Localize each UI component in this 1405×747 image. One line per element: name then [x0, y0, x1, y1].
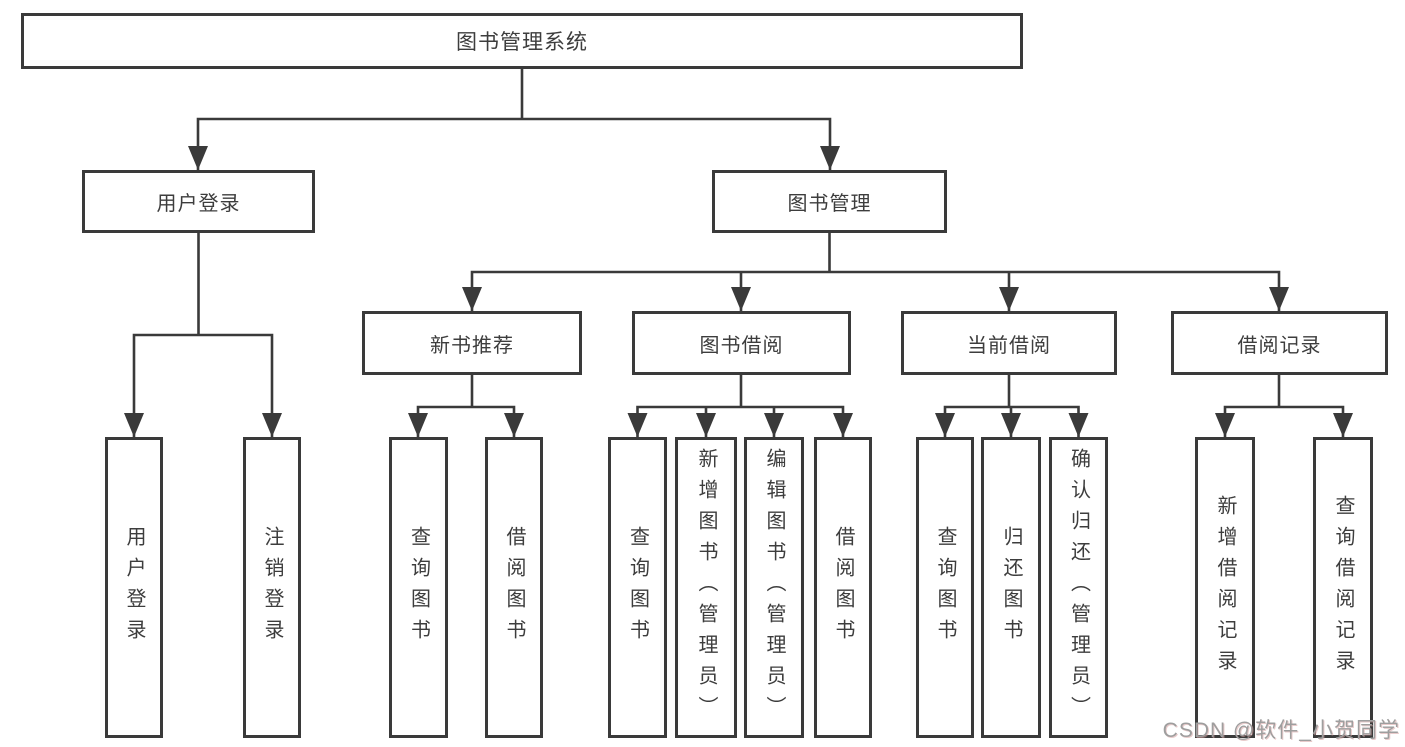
node-label: 用户登录 — [156, 193, 241, 215]
node-label: 新增借阅记录 — [1214, 494, 1236, 681]
node-label: 编辑图书（管理员） — [763, 448, 785, 727]
node-label: 注销登录 — [261, 525, 283, 650]
csdn-watermark: CSDN @软件_小贺同学 — [1162, 719, 1400, 742]
node-add-book-admin: 新增图书（管理员） — [675, 437, 737, 738]
node-current-borrowing: 当前借阅 — [901, 311, 1117, 375]
node-label: 借阅记录 — [1237, 334, 1322, 357]
node-query-borrow-record: 查询借阅记录 — [1313, 437, 1373, 738]
node-label: 确认归还（管理员） — [1067, 448, 1090, 727]
node-recommend-query-books: 查询图书 — [389, 437, 448, 738]
node-return-books: 归还图书 — [981, 437, 1041, 738]
node-borrowing-borrow-books: 借阅图书 — [814, 437, 872, 738]
node-label: 查询借阅记录 — [1332, 494, 1354, 681]
node-label: 新书推荐 — [430, 334, 514, 357]
node-borrow-records: 借阅记录 — [1171, 311, 1388, 375]
node-label: 图书借阅 — [699, 334, 784, 357]
node-borrowing-query-books: 查询图书 — [608, 437, 667, 738]
node-current-query-books: 查询图书 — [916, 437, 974, 738]
node-label: 新增图书（管理员） — [695, 448, 717, 727]
node-edit-book-admin: 编辑图书（管理员） — [744, 437, 804, 738]
node-user-login: 用户登录 — [82, 170, 315, 233]
node-label: 查询图书 — [626, 525, 649, 650]
node-label: 借阅图书 — [503, 525, 525, 650]
node-label: 查询图书 — [934, 525, 956, 650]
node-library-management-system: 图书管理系统 — [21, 13, 1023, 69]
node-label: 查询图书 — [407, 525, 430, 650]
node-label: 当前借阅 — [967, 334, 1051, 357]
node-recommend-borrow-books: 借阅图书 — [485, 437, 543, 738]
node-book-management: 图书管理 — [712, 170, 947, 233]
node-label: 图书管理 — [787, 193, 872, 215]
node-label: 用户登录 — [123, 525, 145, 650]
node-label: 图书管理系统 — [456, 31, 588, 54]
node-label: 借阅图书 — [832, 525, 854, 650]
node-book-borrowing: 图书借阅 — [632, 311, 851, 375]
node-new-book-recommend: 新书推荐 — [362, 311, 582, 375]
node-logout: 注销登录 — [243, 437, 301, 738]
node-confirm-return-admin: 确认归还（管理员） — [1049, 437, 1108, 738]
node-user-login-leaf: 用户登录 — [105, 437, 163, 738]
node-label: 归还图书 — [1000, 525, 1022, 650]
node-add-borrow-record: 新增借阅记录 — [1195, 437, 1255, 738]
arrowhead-icons — [124, 146, 1353, 437]
